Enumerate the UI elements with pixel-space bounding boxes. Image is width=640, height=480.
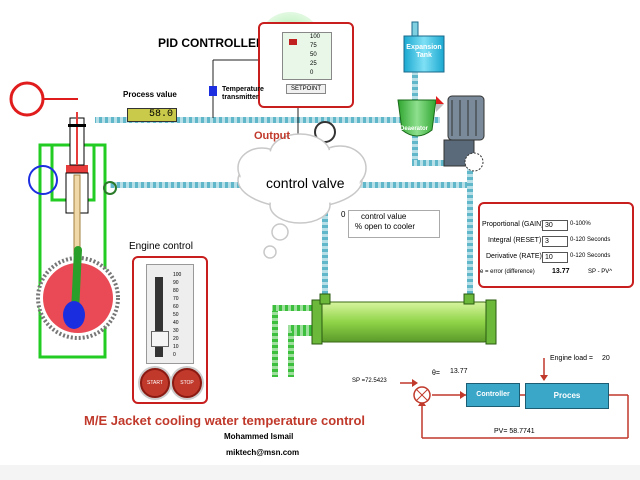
process-value-display: 58.0 [127,108,177,122]
blue-indicator-ring [28,165,58,195]
tank-pipe [412,72,418,100]
engine-control-panel: 100 90 80 70 60 50 40 30 20 10 0 START S… [132,256,208,404]
valve-readout-subtitle: % open to cooler [355,222,416,231]
engine [36,112,120,359]
app-title: M/E Jacket cooling water temperature con… [84,413,366,428]
reset-range: 0-120 Seconds [570,237,611,243]
valve-down-pipe [322,190,328,298]
engine-load-value: 20 [602,355,610,362]
theta-label: θ= [432,370,440,377]
rate-input[interactable]: 10 [542,252,568,263]
pump-motor [436,95,485,172]
engine-load-slider[interactable]: 100 90 80 70 60 50 40 30 20 10 0 [146,264,194,364]
controller-block: Controller [466,383,520,407]
setpoint-button[interactable]: SETPOINT [286,84,327,94]
reset-input[interactable]: 3 [542,236,568,247]
expansion-tank [403,21,445,73]
pid-scale-labels: 100 75 50 25 0 [310,34,321,76]
setpoint-pointer[interactable] [289,39,297,45]
slider-thumb[interactable] [151,331,169,347]
temperature-transmitter-label: Temperature transmitter [222,86,264,101]
loop-error-value: 13.77 [450,368,468,375]
author-name: Mohammed Ismail [224,432,294,441]
gain-range: 0-100% [570,221,591,227]
engine-load-label: Engine load = [550,355,594,362]
valve-readout-title: control value [361,212,407,221]
pid-tuning-panel: Proportional (GAIN) 30 0-100% Integral (… [478,202,634,288]
control-valve-tooltip: control valve [266,175,345,191]
deaerator [397,99,437,137]
output-label: Output [254,130,291,142]
rate-label: Derivative (RATE) [486,253,542,260]
error-formula: SP - PV^ [588,269,613,275]
reset-label: Integral (RESET) [488,237,542,244]
slider-track [155,277,163,357]
start-button[interactable]: START [140,368,170,398]
pid-controller-title: PID CONTROLLER [158,36,265,50]
setpoint-scale[interactable] [282,32,332,80]
gain-input[interactable]: 30 [542,220,568,231]
rate-range: 0-120 Seconds [570,253,611,259]
seawater-pipe-in [272,305,278,377]
stop-button[interactable]: STOP [172,368,202,398]
gain-label: Proportional (GAIN) [482,221,544,228]
top-pipe [95,117,440,123]
author-email: miktech@msn.com [226,448,300,457]
red-indicator-ring [9,81,45,117]
valve-readout-value: 0 [341,210,346,219]
error-value: 13.77 [552,268,570,275]
cooler [311,293,497,345]
deaerator-label: Deaerator [400,126,429,132]
error-label: e = error (difference) [480,269,535,275]
expansion-tank-label: Expansion Tank [406,44,442,59]
slider-scale: 100 90 80 70 60 50 40 30 20 10 0 [173,272,182,358]
setpoint-readout: SP =72.5423 [352,378,387,384]
right-vertical-pipe [467,160,473,298]
pv-readout: PV= 58.7741 [494,428,535,435]
engine-control-title: Engine control [129,241,193,252]
valve-readout-box: control value % open to cooler [348,210,440,238]
process-value-label: Process value [123,90,177,99]
process-block: Proces [525,383,609,409]
